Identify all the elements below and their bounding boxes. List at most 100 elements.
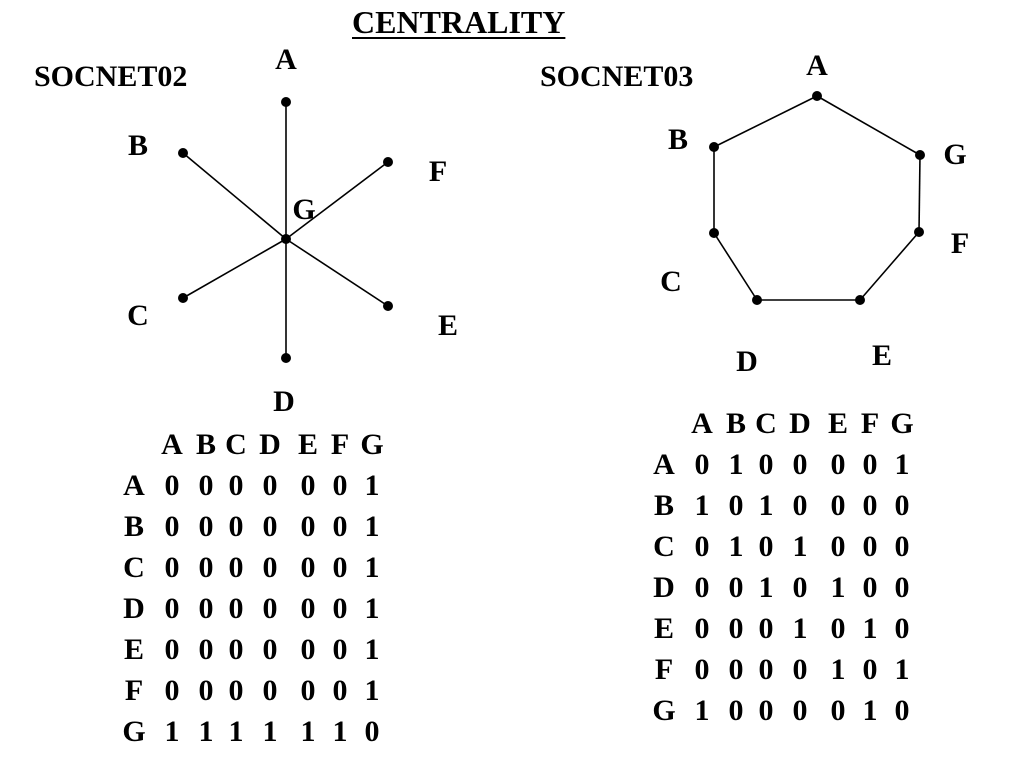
matrix-cell: 0 (300, 592, 316, 625)
matrix-cell: 0 (694, 448, 710, 481)
matrix-cell: 0 (164, 510, 180, 543)
matrix-cell: 0 (728, 694, 744, 727)
matrix-cell: 0 (300, 633, 316, 666)
matrix-row-label: B (653, 489, 674, 522)
node-f (383, 157, 393, 167)
matrix-row-label: E (653, 612, 674, 645)
matrix-column-header: A (161, 428, 183, 461)
edge-a-b (713, 95, 818, 148)
node-label-f: F (951, 227, 969, 260)
matrix-cell: 1 (332, 715, 348, 748)
matrix-cell: 1 (830, 571, 846, 604)
matrix-cell: 1 (792, 612, 808, 645)
matrix-row-label: F (654, 653, 674, 686)
matrix-row-label: C (123, 551, 145, 584)
matrix-cell: 0 (830, 530, 846, 563)
matrix-cell: 1 (198, 715, 214, 748)
matrix-row-label: C (653, 530, 675, 563)
matrix-column-header: E (827, 407, 848, 440)
node-label-a: A (806, 49, 828, 82)
matrix-cell: 0 (862, 571, 878, 604)
matrix-cell: 0 (198, 469, 214, 502)
matrix-cell: 0 (262, 674, 278, 707)
matrix-cell: 0 (300, 469, 316, 502)
matrix-cell: 0 (792, 653, 808, 686)
matrix-column-header: C (225, 428, 247, 461)
matrix-row-label: D (123, 592, 145, 625)
matrix-cell: 0 (694, 612, 710, 645)
matrix-cell: 1 (300, 715, 316, 748)
matrix-cell: 0 (164, 469, 180, 502)
matrix-cell: 0 (262, 510, 278, 543)
matrix-cell: 0 (830, 694, 846, 727)
node-label-e: E (438, 309, 458, 342)
socnet03-title: SOCNET03 (540, 60, 694, 93)
matrix-cell: 1 (862, 694, 878, 727)
matrix-cell: 0 (862, 448, 878, 481)
matrix-cell: 0 (758, 612, 774, 645)
matrix-cell: 0 (164, 674, 180, 707)
matrix-cell: 0 (694, 530, 710, 563)
edge-f-g (918, 154, 921, 233)
matrix-cell: 0 (894, 489, 910, 522)
matrix-cell: 0 (164, 592, 180, 625)
node-label-b: B (128, 129, 148, 162)
matrix-cell: 0 (300, 510, 316, 543)
matrix-column-header: B (195, 428, 216, 461)
node-a (281, 97, 291, 107)
matrix-cell: 0 (262, 551, 278, 584)
node-label-d: D (736, 345, 758, 378)
matrix-cell: 0 (364, 715, 380, 748)
node-label-g: G (292, 193, 315, 226)
matrix-cell: 1 (262, 715, 278, 748)
matrix-cell: 0 (228, 633, 244, 666)
matrix-cell: 0 (792, 694, 808, 727)
matrix-column-header: G (360, 428, 384, 461)
matrix-row-label: D (653, 571, 675, 604)
matrix-column-header: E (297, 428, 318, 461)
node-c (178, 293, 188, 303)
node-label-e: E (872, 339, 892, 372)
matrix-cell: 1 (364, 592, 380, 625)
matrix-cell: 1 (694, 489, 710, 522)
matrix-row-label: G (652, 694, 676, 727)
matrix-cell: 0 (198, 510, 214, 543)
matrix-cell: 1 (862, 612, 878, 645)
matrix-cell: 1 (694, 694, 710, 727)
edge-g-a (816, 95, 921, 156)
matrix-cell: 0 (830, 612, 846, 645)
matrix-cell: 0 (300, 674, 316, 707)
node-a (812, 91, 822, 101)
matrix-cell: 0 (332, 674, 348, 707)
matrix-cell: 0 (728, 489, 744, 522)
matrix-cell: 0 (228, 592, 244, 625)
matrix-cell: 0 (894, 694, 910, 727)
matrix-cell: 1 (364, 633, 380, 666)
matrix-cell: 0 (894, 612, 910, 645)
matrix-column-header: F (330, 428, 350, 461)
node-b (709, 142, 719, 152)
matrix-cell: 0 (728, 653, 744, 686)
matrix-column-header: G (890, 407, 914, 440)
matrix-cell: 0 (198, 674, 214, 707)
matrix-cell: 0 (164, 633, 180, 666)
node-e (383, 301, 393, 311)
matrix-cell: 0 (894, 571, 910, 604)
matrix-column-header: D (259, 428, 281, 461)
edge-g-c (182, 238, 287, 299)
matrix-cell: 0 (862, 489, 878, 522)
matrix-cell: 0 (862, 653, 878, 686)
node-c (709, 228, 719, 238)
matrix-cell: 0 (758, 530, 774, 563)
socnet02-title: SOCNET02 (34, 60, 188, 93)
matrix-row-label: A (653, 448, 675, 481)
node-f (914, 227, 924, 237)
node-label-c: C (127, 299, 149, 332)
matrix-cell: 0 (728, 612, 744, 645)
node-label-b: B (668, 123, 688, 156)
node-e (855, 295, 865, 305)
edge-g-e (285, 238, 389, 307)
matrix-cell: 0 (300, 551, 316, 584)
